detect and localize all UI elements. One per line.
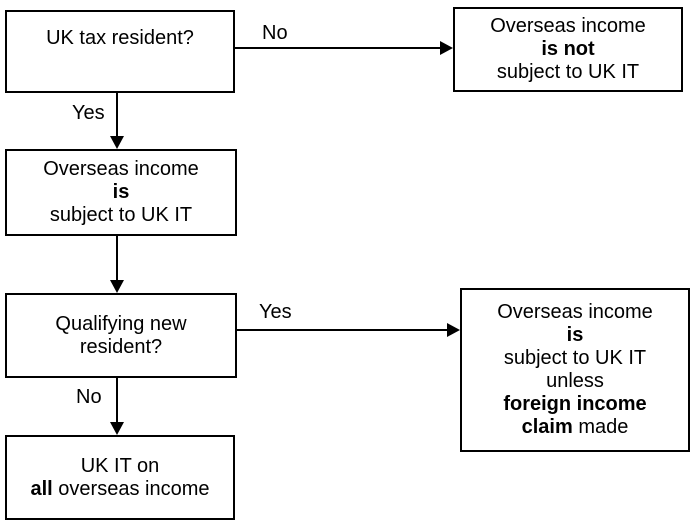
- edge-label-q2-yes: Yes: [259, 301, 292, 323]
- node-unless-line6-rest: made: [572, 416, 629, 438]
- edge-label-q2-no: No: [76, 386, 102, 408]
- node-qualifying-line1: Qualifying new: [55, 312, 187, 335]
- arrowhead-down-icon: [110, 422, 124, 435]
- connector-q2-no-line: [116, 378, 118, 422]
- node-not-subject-line2: is not: [541, 38, 595, 60]
- arrowhead-down-icon: [110, 136, 124, 149]
- node-qualifying-line2: resident?: [79, 335, 163, 358]
- node-not-subject-line3: subject to UK IT: [496, 61, 640, 83]
- node-unless-line1: Overseas income: [497, 301, 653, 323]
- connector-q1-yes-line: [116, 93, 118, 136]
- node-uk-tax-resident-label: UK tax resident?: [46, 27, 194, 49]
- edge-label-q1-no: No: [262, 22, 288, 44]
- node-subject-unless-claim: Overseas income is subject to UK IT unle…: [460, 288, 690, 452]
- node-is-subject-to-uk-it: Overseas income is subject to UK IT: [5, 149, 237, 236]
- arrowhead-right-icon: [447, 323, 460, 337]
- node-all-income-line2: all overseas income: [7, 478, 233, 501]
- node-unless-line4: unless: [546, 370, 604, 392]
- node-uk-tax-resident: UK tax resident?: [5, 10, 235, 93]
- node-unless-line2: is: [566, 324, 584, 346]
- node-is-subject-line2: is: [112, 181, 130, 203]
- connector-q1-no-line: [235, 47, 440, 49]
- node-all-income-line2-rest: overseas income: [52, 477, 210, 500]
- node-unless-line5: foreign income: [503, 393, 647, 415]
- edge-label-q1-yes: Yes: [72, 102, 105, 124]
- arrowhead-down-icon: [110, 280, 124, 293]
- node-not-subject-line1: Overseas income: [490, 15, 646, 37]
- node-is-subject-line1: Overseas income: [43, 158, 199, 180]
- node-all-income-line1: UK IT on: [80, 454, 160, 477]
- node-not-subject-to-uk-it: Overseas income is not subject to UK IT: [453, 7, 683, 92]
- arrowhead-right-icon: [440, 41, 453, 55]
- connector-is-subject-down-line: [116, 236, 118, 280]
- node-is-subject-line3: subject to UK IT: [49, 204, 193, 226]
- connector-q2-yes-line: [237, 329, 447, 331]
- node-uk-it-on-all-overseas-income: UK IT on all overseas income: [5, 435, 235, 520]
- node-unless-line6-bold: claim: [521, 416, 573, 438]
- node-unless-line3: subject to UK IT: [503, 347, 647, 369]
- node-all-income-line2-bold: all: [30, 477, 53, 500]
- node-qualifying-new-resident: Qualifying new resident?: [5, 293, 237, 378]
- node-unless-line6: claim made: [462, 416, 688, 439]
